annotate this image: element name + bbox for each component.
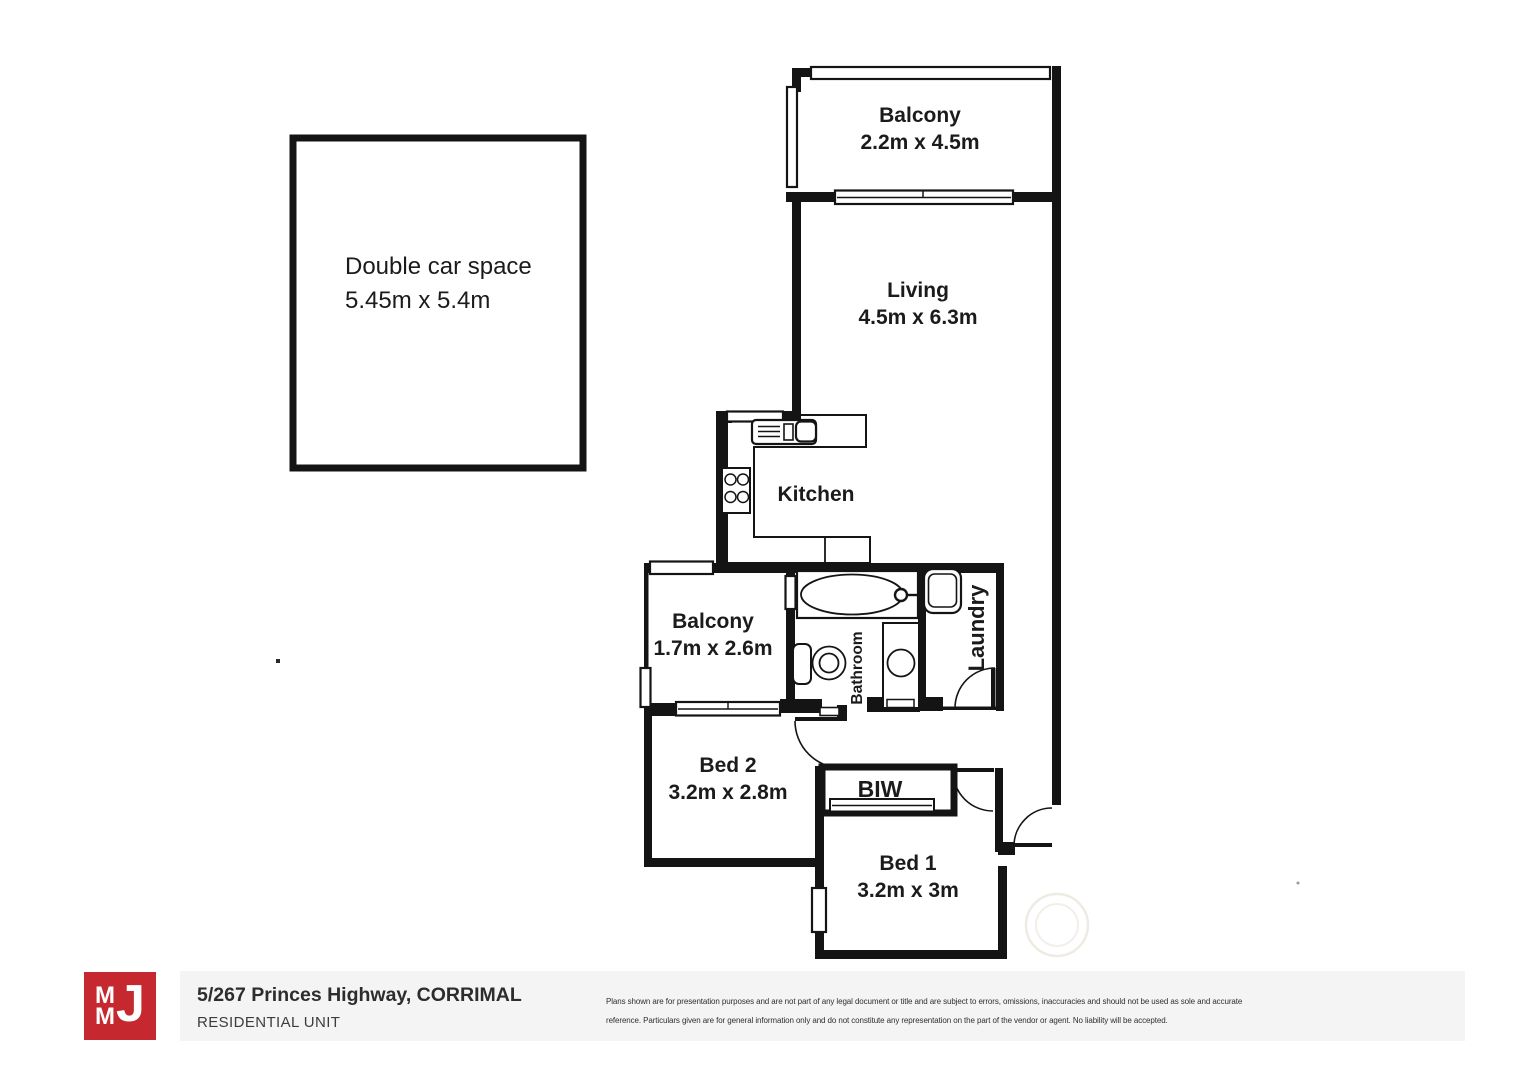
door-arc-entry: [1013, 807, 1053, 847]
watermark-ghost: [1024, 892, 1090, 958]
door-leaf-bed1: [953, 768, 994, 772]
wall-balcony-bottom-left: [786, 192, 835, 202]
logo-letter-m1: M: [95, 982, 115, 1009]
vanity-basin: [882, 622, 920, 709]
windows: [639, 65, 1052, 934]
door-leaf-bathroom: [795, 717, 842, 721]
wall-balcony2-left: [644, 565, 649, 711]
wall-laundry-threshold: [943, 706, 996, 710]
garage-dims: 5.45m x 5.4m: [345, 287, 491, 314]
print-speck-2: [1296, 881, 1300, 885]
bathtub: [795, 569, 920, 620]
print-speck-1: [276, 659, 280, 663]
room-label-living: Living 4.5m x 6.3m: [858, 277, 977, 331]
agency-logo: M M J: [84, 972, 156, 1040]
wall-right-exterior: [1052, 66, 1061, 805]
room-label-bed2: Bed 2 3.2m x 2.8m: [668, 752, 787, 806]
room-label-laundry: Laundry: [964, 584, 989, 672]
bed1-dims: 3.2m x 3m: [857, 879, 959, 902]
laundry-tub: [922, 567, 963, 615]
wall-corridor: [995, 768, 1003, 852]
sliding-door-living-balcony: [833, 189, 1015, 206]
bed1-name: Bed 1: [879, 852, 937, 875]
kitchen-name: Kitchen: [777, 483, 855, 506]
wall-bed2-top-left: [644, 703, 678, 716]
logo-letter-m2: M: [95, 1003, 115, 1030]
wall-bed2-top-right: [780, 699, 822, 713]
sliding-door-bed2-balcony: [674, 700, 782, 717]
walls: [644, 66, 1061, 959]
wall-main-horizontal: [644, 563, 1004, 573]
room-label-bathroom: Bathroom: [849, 631, 866, 705]
room-label-balcony-top: Balcony 2.2m x 4.5m: [860, 102, 979, 156]
wall-bed1-bottom: [815, 950, 1007, 959]
disclaimer-text: Plans shown are for presentation purpose…: [606, 992, 1266, 1030]
disclaimer-line-1: Plans shown are for presentation purpose…: [606, 997, 1243, 1006]
logo-mm-letters: M M: [95, 982, 115, 1030]
property-type: RESIDENTIAL UNIT: [197, 1014, 341, 1031]
wall-bath-laundry-divider: [918, 563, 926, 711]
door-sill-bed2: [819, 706, 840, 717]
kitchen-sink: [750, 418, 818, 446]
wall-laundry-right: [996, 563, 1004, 711]
balcony-small-name: Balcony: [672, 610, 754, 633]
toilet: [792, 643, 847, 685]
wall-bed1-left: [815, 766, 824, 958]
garage-outline: [289, 134, 587, 472]
door-arc-bed1: [952, 770, 994, 812]
disclaimer-line-2: reference. Particulars given are for gen…: [606, 1016, 1168, 1025]
window-balcony-top-rail: [809, 65, 1052, 81]
living-name: Living: [887, 279, 949, 302]
bed2-dims: 3.2m x 2.8m: [668, 781, 788, 804]
bed2-name: Bed 2: [699, 754, 757, 777]
window-balcony2-side: [639, 666, 652, 709]
balcony-top-dims: 2.2m x 4.5m: [860, 131, 980, 154]
room-label-balcony-small: Balcony 1.7m x 2.6m: [653, 608, 772, 662]
door-leaf-laundry: [991, 668, 996, 710]
wall-bed1-right: [998, 866, 1007, 959]
door-arc-bathroom: [794, 720, 843, 769]
wall-door-jamb-bed2: [837, 705, 847, 721]
balcony-top-name: Balcony: [879, 104, 961, 127]
window-balcony-left: [785, 85, 799, 189]
room-label-bed1: Bed 1 3.2m x 3m: [857, 850, 959, 904]
wall-kitchen-top-right: [780, 411, 801, 422]
wall-bed2-left: [644, 704, 652, 866]
balcony-small-dims: 1.7m x 2.6m: [653, 637, 773, 660]
room-label-biw: BIW: [857, 776, 903, 802]
wall-balcony-bottom-right: [1012, 192, 1053, 202]
wall-balcony-left-stub: [792, 68, 801, 92]
door-arc-laundry: [954, 667, 996, 709]
logo-letter-j: J: [116, 975, 145, 1033]
property-address: 5/267 Princes Highway, CORRIMAL: [197, 984, 522, 1006]
wall-under-vanity-line: [883, 708, 920, 712]
door-arcs: [794, 667, 1053, 847]
door-leaf-entry: [1014, 843, 1052, 847]
footer-band: [180, 971, 1465, 1041]
wall-balcony-top-stub: [792, 68, 814, 77]
window-balcony2-top: [648, 560, 715, 576]
wall-bed2-bottom: [644, 858, 824, 867]
window-bathroom-left: [784, 574, 797, 611]
wall-living-left: [792, 196, 801, 417]
room-label-kitchen: Kitchen: [777, 481, 854, 508]
window-bed1-left: [810, 886, 828, 934]
stove-cooktop: [721, 467, 751, 514]
wall-bathroom-left: [786, 563, 795, 712]
room-label-garage: Double car space 5.45m x 5.4m: [345, 250, 532, 318]
garage-name: Double car space: [345, 253, 532, 280]
living-dims: 4.5m x 6.3m: [858, 306, 978, 329]
biw-wardrobe: [818, 763, 958, 817]
